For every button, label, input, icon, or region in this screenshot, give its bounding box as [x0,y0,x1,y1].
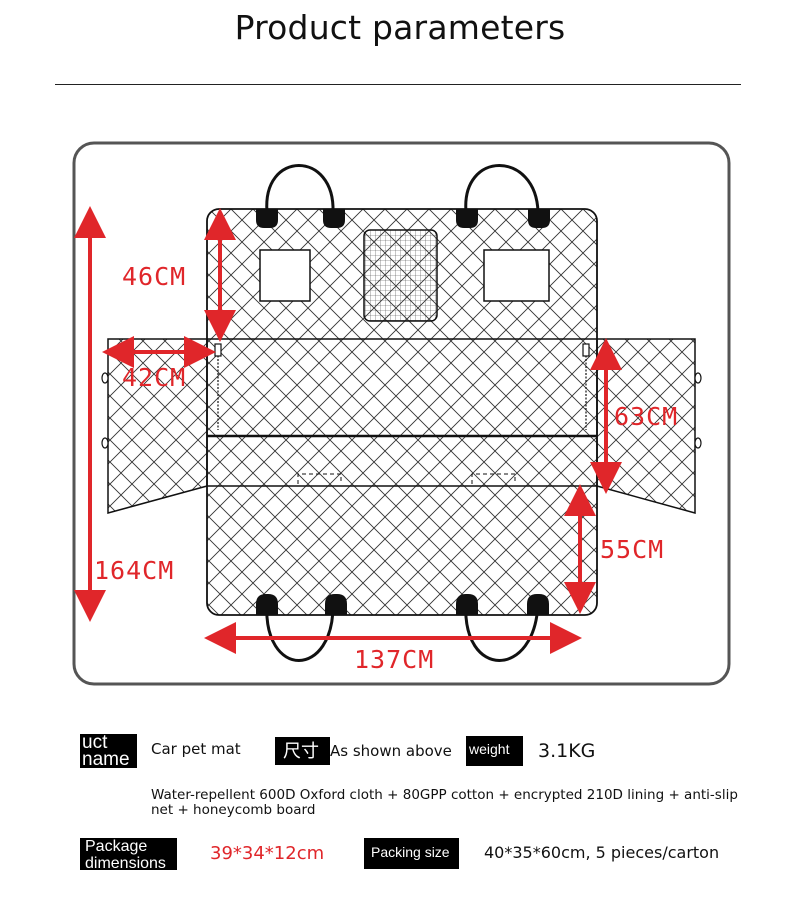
package-dimensions-value: 39*34*12cm [210,843,325,864]
label-total-length: 164CM [94,556,175,585]
page-title: Product parameters [234,8,566,47]
size-value: As shown above [330,742,452,760]
weight-tag: weight [466,736,523,766]
label-flap-height: 63CM [614,402,679,431]
seat-belt-slots [297,473,516,484]
packing-size-tag: Packing size [364,838,459,869]
label-bottom-height: 55CM [600,535,665,564]
product-name-tag: uct name [80,734,137,768]
label-width: 137CM [354,645,435,674]
packing-size-value: 40*35*60cm, 5 pieces/carton [484,843,720,862]
left-window [259,249,311,302]
weight-value: 3.1KG [538,740,596,762]
title-divider [55,84,741,85]
dimension-arrows [74,206,622,654]
zippers [214,343,590,430]
label-top-height: 46CM [122,262,187,291]
package-dimensions-tag: Package dimensions [80,838,177,870]
right-window [483,249,550,302]
mesh-window [363,229,438,322]
product-name-value: Car pet mat [151,740,241,758]
strap-anchors [256,209,550,615]
size-tag: 尺寸 [275,737,330,765]
label-flap-width: 42CM [122,363,187,392]
material-description: Water-repellent 600D Oxford cloth + 80GP… [151,787,738,818]
